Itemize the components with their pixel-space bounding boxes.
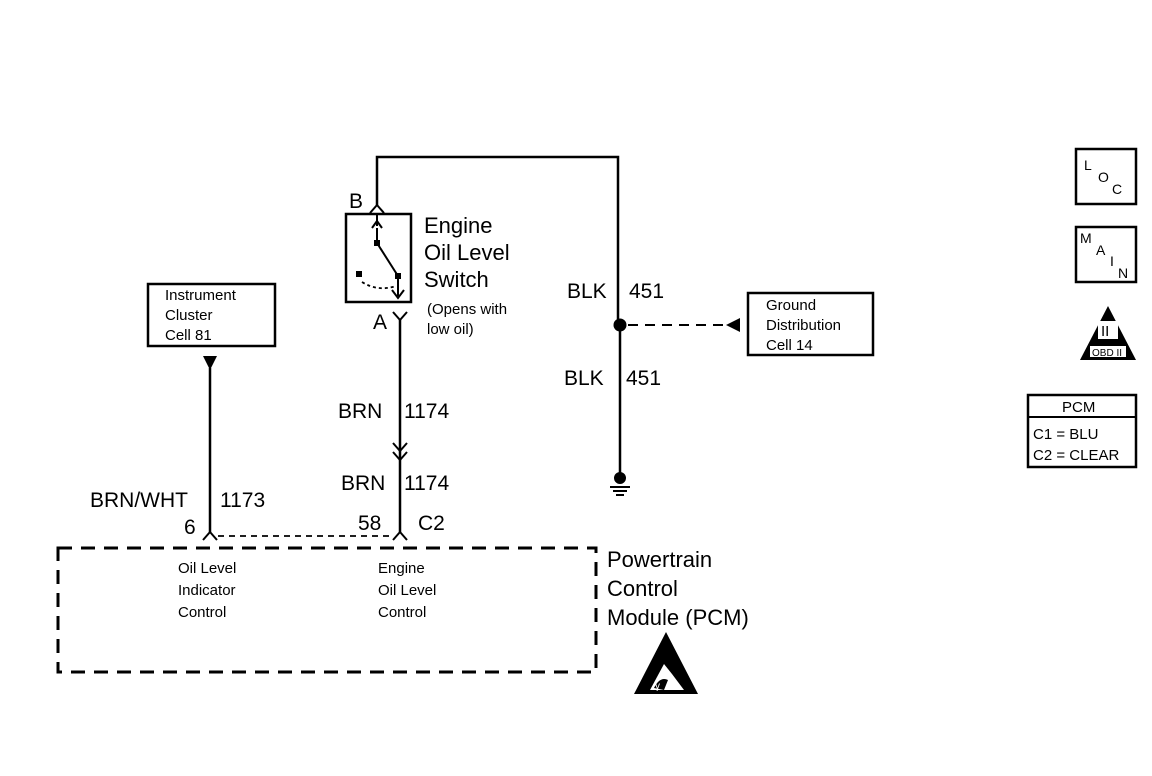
pcm-name-line2: Control <box>607 576 678 601</box>
switch-note-line2: low oil) <box>427 321 474 338</box>
pcm-name-line1: Powertrain <box>607 547 712 572</box>
main-icon[interactable]: M A I N <box>1074 225 1138 284</box>
pcm-func2-line1: Engine <box>378 560 425 577</box>
pcm-pin-58-chevron <box>392 530 408 541</box>
oil-level-switch-box <box>344 212 413 304</box>
instrument-cluster-line1: Instrument <box>165 287 237 304</box>
ground-icon <box>610 472 630 496</box>
ground-distribution-arrow-icon <box>726 318 740 332</box>
wire-switch-to-ground-loop <box>375 155 620 320</box>
pcm-func1-line1: Oil Level <box>178 560 236 577</box>
pcm-connector-legend[interactable]: PCM C1 = BLU C2 = CLEAR <box>1026 393 1138 469</box>
pcm-func1-line3: Control <box>178 604 226 621</box>
wire-brnwht-circuit: 1173 <box>220 489 265 512</box>
svg-text:A: A <box>1096 242 1106 258</box>
loc-icon[interactable]: L O C <box>1074 147 1138 206</box>
pcm-connector-label: C2 <box>418 512 445 535</box>
instrument-cluster-line2: Cluster <box>165 307 213 324</box>
wire-brn-upper-circuit: 1174 <box>404 400 449 423</box>
obd-ii-icon[interactable]: II OBD II <box>1080 306 1136 360</box>
svg-text:II: II <box>1101 323 1109 340</box>
wire-brn-lower-circuit: 1174 <box>404 472 449 495</box>
wire-blk-upper-circuit: 451 <box>629 280 664 303</box>
pin-b-label: B <box>349 190 363 213</box>
wire-brn-lower-color: BRN <box>341 472 385 495</box>
switch-name-line3: Switch <box>424 267 489 292</box>
switch-name-line1: Engine <box>424 213 493 238</box>
ground-distribution-box[interactable] <box>746 291 875 357</box>
wire-blk-lower-circuit: 451 <box>626 367 661 390</box>
wire-brnwht-color: BRN/WHT <box>90 489 188 512</box>
pcm-func1-line2: Indicator <box>178 582 236 599</box>
pcm-func2-line2: Oil Level <box>378 582 436 599</box>
splice-dot <box>613 318 627 332</box>
svg-text:γ: γ <box>655 681 660 692</box>
pcm-pin-6-label: 6 <box>184 516 196 539</box>
connector-b-chevron <box>369 203 385 214</box>
switch-contacts-icon <box>356 214 405 300</box>
svg-text:O: O <box>1098 169 1109 185</box>
pcm-legend-c1: C1 = BLU <box>1033 426 1098 443</box>
instrument-cluster-line3: Cell 81 <box>165 327 212 344</box>
pcm-func2-line3: Control <box>378 604 426 621</box>
ground-distribution-line1: Ground <box>766 297 816 314</box>
pcm-legend-c2: C2 = CLEAR <box>1033 447 1119 464</box>
svg-text:I: I <box>1110 253 1114 269</box>
ground-distribution-line2: Distribution <box>766 317 841 334</box>
svg-text:N: N <box>1118 265 1128 281</box>
pcm-pin-6-chevron <box>202 530 218 541</box>
pcm-name-line3: Module (PCM) <box>607 605 749 630</box>
svg-text:C: C <box>1112 181 1122 197</box>
esd-warning-icon: γ <box>634 632 698 694</box>
instrument-cluster-arrow-icon <box>203 356 217 370</box>
instrument-cluster-box[interactable] <box>146 282 277 348</box>
svg-text:L: L <box>1084 157 1092 173</box>
switch-note-line1: (Opens with <box>427 301 507 318</box>
pin-a-label: A <box>373 311 387 334</box>
inline-connector-chevron <box>392 442 408 462</box>
wire-blk-upper-color: BLK <box>567 280 607 303</box>
wire-brn-upper-color: BRN <box>338 400 382 423</box>
pcm-module-box[interactable] <box>56 546 598 674</box>
pcm-legend-title: PCM <box>1062 399 1095 416</box>
ground-distribution-line3: Cell 14 <box>766 337 813 354</box>
switch-name-line2: Oil Level <box>424 240 510 265</box>
connector-a-chevron <box>392 311 408 322</box>
wire-blk-lower-color: BLK <box>564 367 604 390</box>
svg-text:M: M <box>1080 230 1092 246</box>
pcm-pin-58-label: 58 <box>358 512 381 535</box>
svg-text:OBD II: OBD II <box>1092 348 1122 359</box>
